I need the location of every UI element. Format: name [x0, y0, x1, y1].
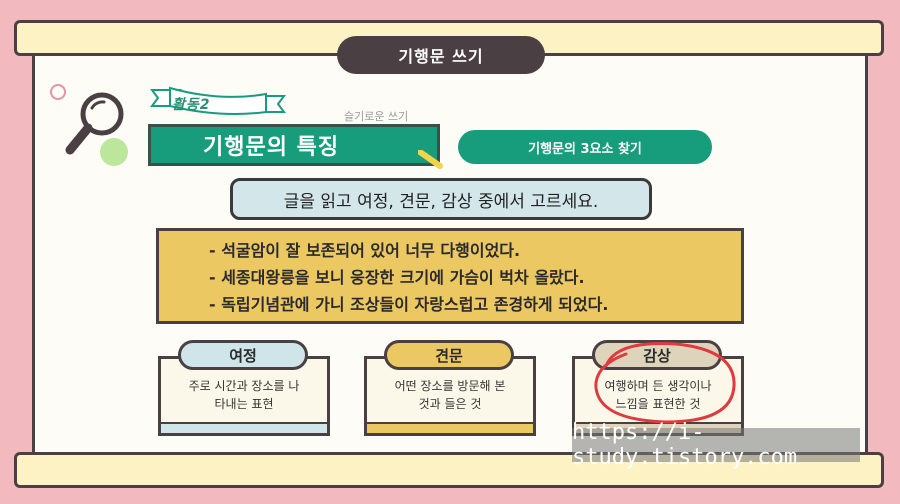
pencil-icon: [418, 150, 443, 169]
ribbon-banner-icon: [150, 86, 286, 115]
activity-subtitle: 슬기로운 쓰기: [344, 110, 409, 123]
example-sentence: - 석굴암이 잘 보존되어 있어 너무 다행이었다.: [209, 241, 521, 260]
decor-dot-icon: [100, 138, 128, 166]
example-sentence: - 독립기념관에 가니 조상들이 자랑스럽고 존경하게 되었다.: [209, 295, 609, 314]
instruction-box: 글을 읽고 여정, 견문, 감상 중에서 고르세요.: [230, 178, 652, 220]
example-sentence: - 세종대왕릉을 보니 웅장한 크기에 가슴이 벅차 올랐다.: [209, 268, 585, 287]
watermark-url: https://i-study.tistory.com: [572, 420, 860, 470]
three-elements-button[interactable]: 기행문의 3요소 찾기: [458, 130, 712, 164]
red-circle-annotation-icon: [594, 342, 736, 424]
tab-observation[interactable]: 견문: [384, 340, 514, 370]
activity-ribbon-label: 활동2: [172, 97, 211, 113]
card-strip: [161, 422, 327, 433]
page-title: 기행문 쓰기: [337, 36, 545, 74]
tab-itinerary[interactable]: 여정: [178, 340, 308, 370]
magnifier-icon: [65, 92, 124, 155]
card-strip: [367, 422, 533, 433]
decor-circle-icon: [50, 84, 66, 100]
activity-main-title: 기행문의 특징: [148, 124, 440, 166]
examples-box: - 석굴암이 잘 보존되어 있어 너무 다행이었다. - 세종대왕릉을 보니 웅…: [156, 228, 744, 324]
